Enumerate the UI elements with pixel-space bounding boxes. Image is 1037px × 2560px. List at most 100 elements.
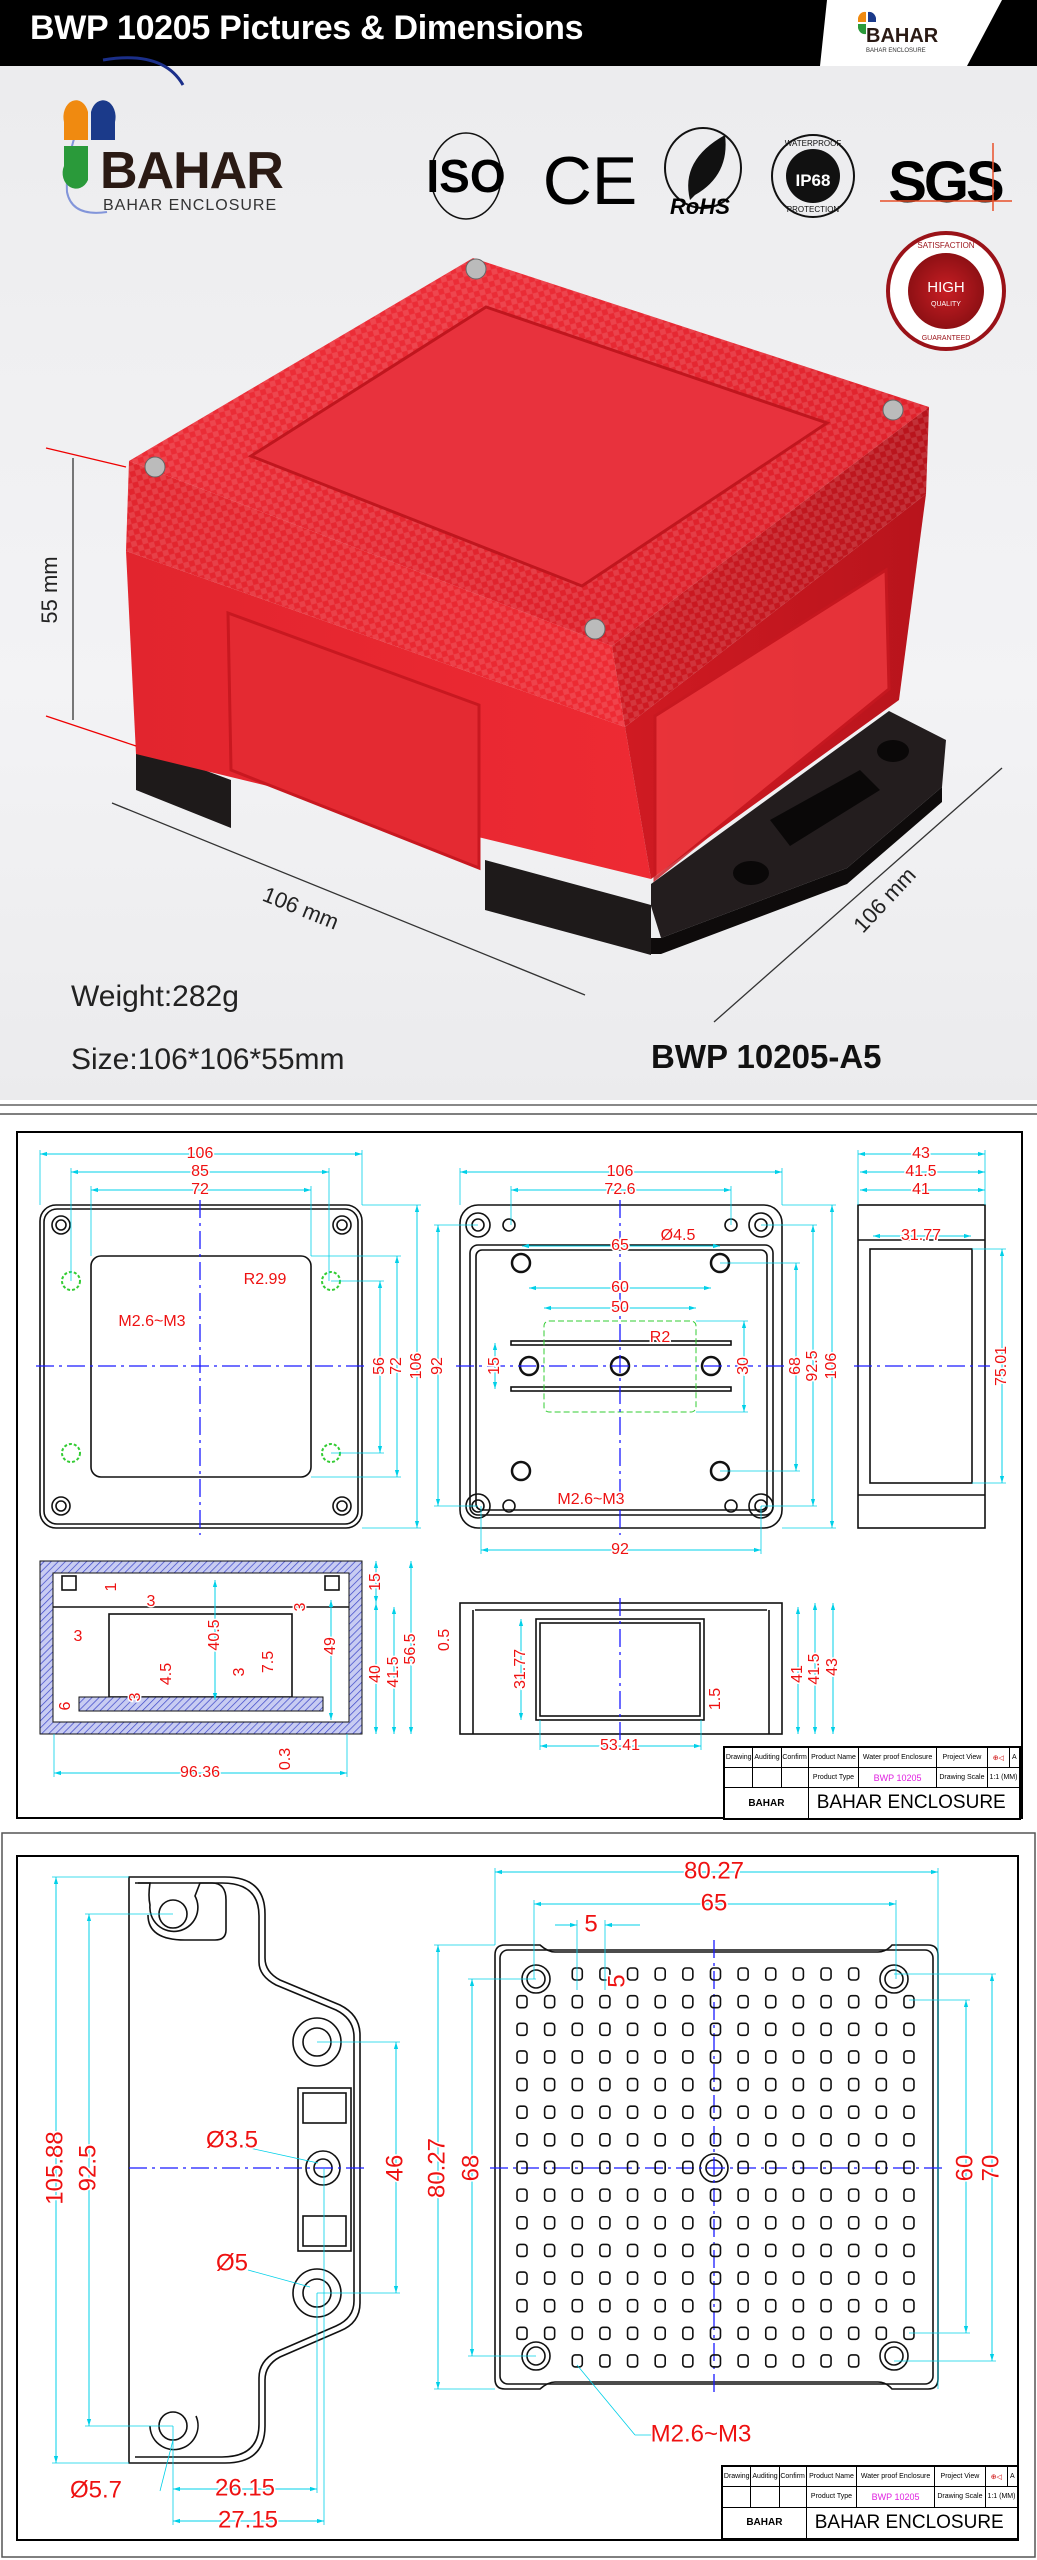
vent-hole (682, 1967, 694, 1981)
vent-hole (792, 2326, 805, 2341)
vent-hole (599, 2160, 611, 2175)
vent-hole (792, 2188, 805, 2202)
dimension-label: 80.27 (423, 2138, 450, 2198)
vent-hole (543, 2271, 556, 2285)
front-view (459, 1598, 783, 1740)
vent-hole (626, 2105, 639, 2119)
dimension-label: M2.6~M3 (651, 2420, 752, 2447)
size-text: Size:106*106*55mm (71, 1043, 345, 1076)
dimension-label: 49 (322, 1637, 339, 1655)
dimension-label: 0.3 (277, 1748, 294, 1770)
vent-hole (654, 2354, 667, 2368)
vent-hole (764, 1967, 777, 1981)
svg-text:SATISFACTION: SATISFACTION (917, 241, 974, 250)
vent-hole (903, 1994, 915, 2009)
dimension-label: 70 (977, 2155, 1004, 2182)
vent-hole (709, 2050, 722, 2064)
vent-hole (737, 2077, 749, 2092)
dimension-label: 92 (611, 1541, 629, 1558)
enclosure-image (126, 258, 946, 955)
vent-hole (737, 2022, 749, 2037)
extension-line (159, 2439, 174, 2492)
vent-hole (571, 2326, 584, 2341)
vent-hole (654, 1994, 667, 2009)
vent-hole (682, 2298, 694, 2313)
vent-hole (626, 2077, 639, 2092)
vent-hole (682, 2077, 694, 2092)
vent-hole (847, 2160, 860, 2175)
dimension-label: 6 (57, 1701, 74, 1710)
vent-hole (820, 2326, 832, 2341)
vent-hole (847, 2050, 860, 2064)
dimension-label: Ø5 (216, 2249, 248, 2276)
dimension-label: 60 (611, 1279, 629, 1296)
vent-hole (792, 2105, 805, 2119)
vent-hole (599, 2105, 611, 2119)
sgs-icon: SGS (880, 143, 1012, 215)
svg-text:HIGH: HIGH (927, 279, 965, 296)
dimension-label: 3 (147, 1593, 156, 1610)
vent-hole (875, 2271, 888, 2285)
vent-hole (792, 2022, 805, 2037)
vent-hole (875, 2188, 888, 2202)
vent-hole (654, 2022, 667, 2037)
vent-hole (903, 2188, 915, 2202)
vent-hole (903, 2298, 915, 2313)
vent-hole (737, 2326, 749, 2341)
page-title: BWP 10205 Pictures & Dimensions (30, 9, 584, 47)
vent-hole (820, 2271, 832, 2285)
dimension-label: 96.36 (180, 1764, 220, 1781)
vent-hole (903, 2215, 915, 2230)
vent-hole (792, 2354, 805, 2368)
vent-hole (764, 2160, 777, 2175)
vent-hole (792, 1994, 805, 2009)
vent-hole (875, 2243, 888, 2258)
vent-hole (820, 2243, 832, 2258)
dimension-label: 60 (951, 2155, 978, 2182)
vent-hole (599, 2022, 611, 2037)
vent-hole (599, 2298, 611, 2313)
vent-hole (709, 2022, 722, 2037)
side-view (854, 1204, 990, 1529)
vent-hole (654, 2077, 667, 2092)
vent-hole (847, 2105, 860, 2119)
vent-hole (654, 2105, 667, 2119)
vent-hole (709, 2215, 722, 2230)
vent-hole (875, 1994, 888, 2009)
dimension-label: 3 (292, 1602, 309, 1611)
vent-hole (682, 2271, 694, 2285)
vent-hole (764, 2243, 777, 2258)
iso-icon: ISO (426, 132, 506, 220)
lid-top-view (36, 1200, 366, 1535)
vent-hole (737, 2215, 749, 2230)
dimension-label: 68 (787, 1357, 804, 1375)
vent-hole (847, 2354, 860, 2368)
dimension-label: 53.41 (600, 1737, 640, 1754)
vent-hole (820, 2022, 832, 2037)
vent-hole (847, 2133, 860, 2147)
height-dimension-label: 55 mm (37, 556, 62, 623)
svg-text:BAHAR: BAHAR (100, 142, 283, 200)
svg-text:BAHAR ENCLOSURE: BAHAR ENCLOSURE (103, 197, 277, 214)
vent-hole (543, 2050, 556, 2064)
dimension-label: Ø3.5 (206, 2126, 258, 2153)
dimension-label: Ø5.7 (70, 2476, 122, 2503)
vent-hole (543, 2133, 556, 2147)
dimension-label: 3 (127, 1692, 144, 1701)
dimension-label: M2.6~M3 (118, 1313, 185, 1330)
vent-hole (764, 2050, 777, 2064)
vent-hole (820, 2160, 832, 2175)
vent-hole (709, 1994, 722, 2009)
section-view (39, 1560, 363, 1735)
vent-hole (764, 2133, 777, 2147)
dimension-label: Ø4.5 (661, 1227, 696, 1244)
vent-hole (599, 2133, 611, 2147)
vent-hole (682, 2243, 694, 2258)
vent-hole (682, 2215, 694, 2230)
dimension-label: 1.5 (707, 1688, 724, 1710)
dimension-label: 41 (789, 1665, 806, 1683)
mounting-bracket-view (128, 1876, 365, 2464)
vent-hole (847, 1967, 860, 1981)
vent-hole (792, 2077, 805, 2092)
projection-symbol-icon: ⊕◁ (986, 1747, 1010, 1768)
